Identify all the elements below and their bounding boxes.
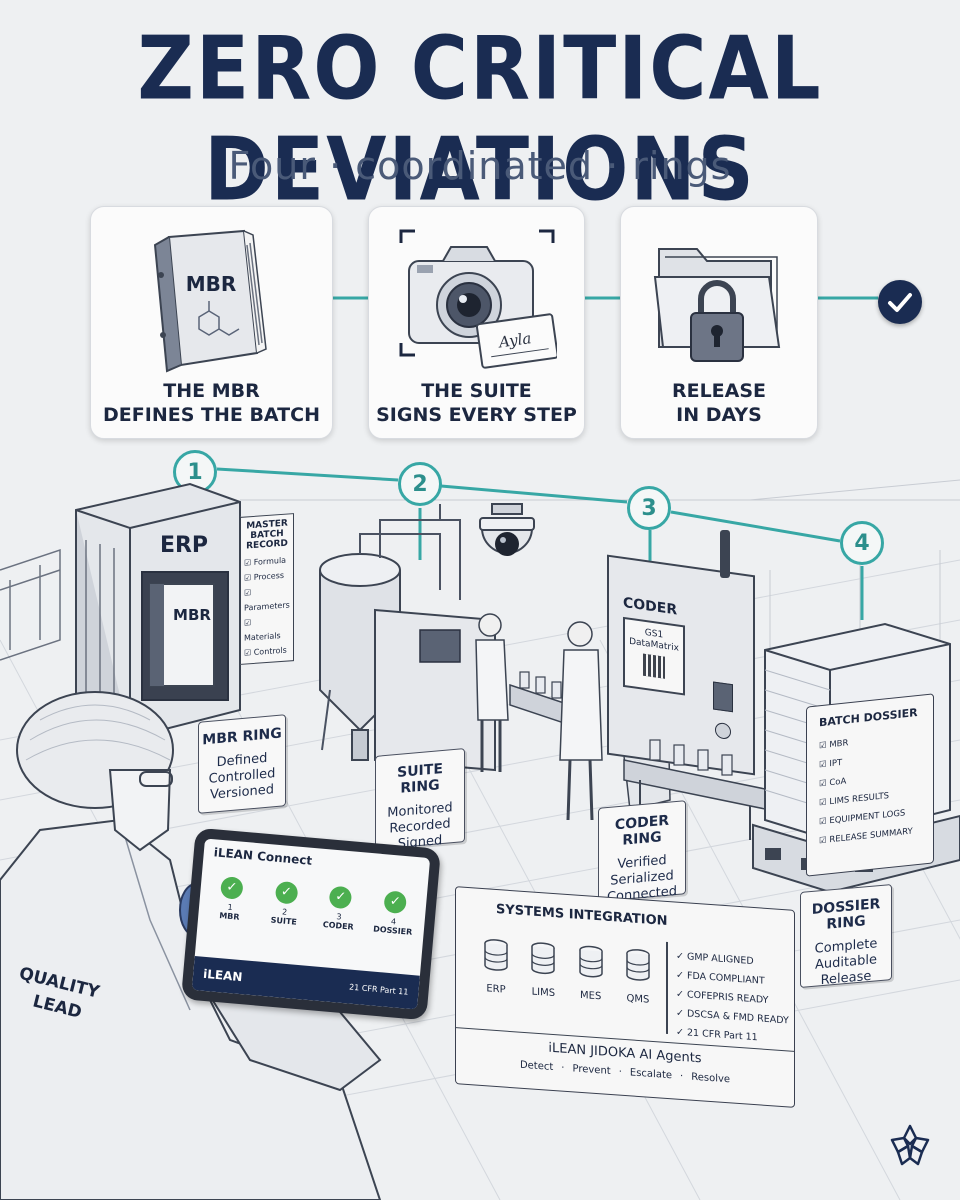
card-suite-label-1: THE SUITE (421, 380, 532, 402)
coder-label: CODER (623, 594, 678, 619)
mbr-binder-icon: MBR (153, 229, 267, 373)
card-mbr: MBR THE MBR DEFINES THE BATCH (90, 206, 333, 439)
tablet-screen: iLEAN Connect ✓ 1 MBR ✓ 2 SUITE ✓ 3 CODE… (191, 838, 431, 1010)
mbr-board-item: ☑ Controls (244, 645, 287, 658)
mbr-binder-text: MBR (186, 272, 237, 296)
camera-icon: Ayla (399, 229, 557, 369)
erp-cabinet: ERP MBR (75, 482, 241, 740)
card-release: RELEASE IN DAYS (620, 206, 818, 439)
master-batch-record-board: MASTER BATCH RECORD ☑ Formula ☑ Process … (240, 513, 294, 665)
ring-number-4: 4 (840, 521, 884, 565)
card-release-label-2: IN DAYS (676, 404, 762, 426)
database-label: QMS (626, 993, 650, 1006)
database-icon (578, 945, 603, 978)
stack-light-icon (720, 530, 730, 578)
agent-separator: · (680, 1070, 684, 1083)
agent-step: Prevent (572, 1063, 611, 1078)
page-title: ZERO CRITICAL DEVIATIONS (137, 19, 823, 221)
systems-divider (666, 941, 668, 1034)
tablet-app-title: iLEAN Connect (213, 845, 313, 868)
ring-number-3: 3 (627, 486, 671, 530)
card-mbr-label-1: THE MBR (163, 380, 260, 402)
ring-tag-dossier-title: DOSSIER RING (811, 895, 881, 933)
tablet-step: ✓ 2 SUITE (260, 880, 310, 928)
database-icon (626, 949, 650, 981)
card-release-label-1: RELEASE (671, 380, 767, 402)
completion-check-icon (878, 280, 922, 324)
card-suite-label-2: SIGNS EVERY STEP (376, 404, 577, 426)
tablet-steps: ✓ 1 MBR ✓ 2 SUITE ✓ 3 CODER ✓ 4 DOSSIER (206, 875, 419, 937)
step-check-icon: ✓ (219, 876, 244, 900)
erp-label: ERP (160, 533, 208, 558)
mbr-board-title-3: RECORD (246, 538, 288, 552)
systems-title: SYSTEMS INTEGRATION (496, 901, 668, 929)
agent-separator: · (618, 1066, 622, 1078)
card-mbr-label-2: DEFINES THE BATCH (103, 404, 320, 426)
security-camera-icon (479, 503, 535, 556)
tablet-footer-bar: iLEAN 21 CFR Part 11 (191, 955, 420, 1010)
agent-separator: · (561, 1062, 565, 1074)
database-list: ERP LIMS MES QMS (474, 936, 660, 1006)
database-icon (484, 939, 508, 971)
database-item: QMS (616, 946, 660, 1006)
batch-dossier-title: BATCH DOSSIER (819, 705, 918, 730)
signature-text: Ayla (496, 329, 533, 352)
database-label: ERP (486, 983, 506, 996)
agent-step: Escalate (629, 1067, 673, 1082)
mbr-board-item: ☑ Parameters (244, 588, 290, 613)
datamatrix-code-icon (643, 653, 665, 679)
step-check-icon: ✓ (328, 885, 353, 910)
ring-number-2: 2 (398, 462, 442, 506)
erp-binder-label: MBR (173, 606, 211, 624)
database-icon (531, 942, 556, 975)
ring-tag-dossier: DOSSIER RING Complete Auditable Release (800, 883, 892, 988)
systems-integration-panel: SYSTEMS INTEGRATION ERP LIMS MES QMS ✓ G… (455, 886, 795, 1108)
database-label: MES (580, 989, 602, 1003)
agent-step: Detect (519, 1059, 554, 1073)
tablet-brand: iLEAN (202, 966, 244, 985)
database-item: LIMS (521, 940, 565, 1000)
tablet-step: ✓ 3 CODER (315, 885, 365, 933)
compliance-checklist: ✓ GMP ALIGNED ✓ FDA COMPLIANT ✓ COFEPRIS… (676, 947, 789, 1050)
brand-logo-icon (890, 1124, 930, 1166)
ring-tag-coder: CODER RING Verified Serialized Connected (598, 800, 686, 905)
tablet-step: ✓ 4 DOSSIER (369, 889, 419, 937)
tablet-compliance: 21 CFR Part 11 (348, 982, 409, 997)
database-item: ERP (474, 936, 518, 996)
locked-folder-icon (653, 248, 781, 362)
tablet-step: ✓ 1 MBR (206, 875, 256, 923)
batch-dossier-sheet: BATCH DOSSIER ☑ MBR ☑ IPT ☑ CoA ☑ LIMS R… (806, 693, 934, 877)
process-suite-equipment (319, 504, 600, 772)
ring-tag-coder-title: CODER RING (614, 812, 670, 849)
mbr-board-item: ☑ Materials (244, 618, 281, 643)
step-check-icon: ✓ (383, 890, 408, 915)
coder-screen: GS1 DataMatrix (623, 616, 685, 696)
page-subtitle: Four · coordinated · rings (228, 144, 732, 188)
database-item: MES (569, 943, 613, 1003)
database-label: LIMS (531, 986, 556, 1000)
tablet-device: iLEAN Connect ✓ 1 MBR ✓ 2 SUITE ✓ 3 CODE… (180, 827, 442, 1021)
agent-step: Resolve (691, 1071, 731, 1086)
card-suite: Ayla THE SUITE SIGNS EVERY STEP (368, 206, 585, 439)
step-check-icon: ✓ (274, 880, 299, 905)
